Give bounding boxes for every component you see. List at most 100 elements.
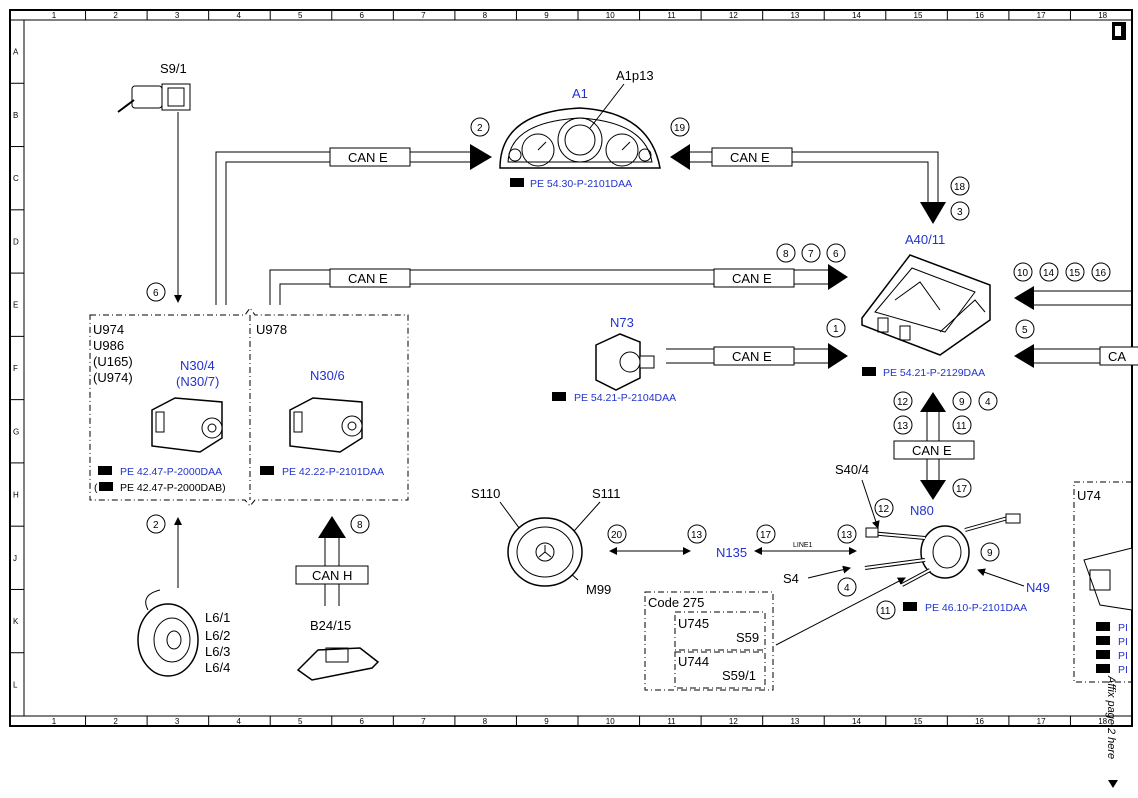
circle-10: 10 xyxy=(1017,268,1029,279)
circle-3: 3 xyxy=(957,207,963,218)
a1p13-leader xyxy=(589,83,625,129)
right-bus-top xyxy=(1014,286,1132,310)
grid-column-label: 1 xyxy=(52,717,57,726)
circle-8: 8 xyxy=(357,520,363,531)
grid-column-label: 9 xyxy=(544,717,549,726)
l6-4-label: L6/4 xyxy=(205,660,230,675)
s40-4-arrow xyxy=(861,479,880,529)
circle-6: 6 xyxy=(153,288,159,299)
grid-row-label: D xyxy=(13,237,19,246)
frame xyxy=(9,9,1133,727)
u74-box xyxy=(1073,481,1133,683)
circle-4: 4 xyxy=(844,583,850,594)
grid-column-label: 13 xyxy=(790,717,799,726)
grid-row-label: A xyxy=(13,48,19,57)
grid-column-label: 18 xyxy=(1098,11,1107,20)
u74-ref-link[interactable]: PI xyxy=(1118,622,1128,634)
grid-column-label: 16 xyxy=(975,717,984,726)
grid-column-label: 18 xyxy=(1098,717,1107,726)
can-e-bus-n73 xyxy=(666,343,848,369)
u974-label: U974 xyxy=(93,322,124,337)
circle-8: 8 xyxy=(783,249,789,260)
circle-9: 9 xyxy=(959,397,965,408)
n73-label: N73 xyxy=(610,315,634,330)
circle-13: 13 xyxy=(897,421,909,432)
n135-label: N135 xyxy=(716,545,747,560)
grid-row-label: E xyxy=(13,301,18,310)
manual-ref-icon xyxy=(510,178,524,187)
manual-ref-icon xyxy=(99,482,113,491)
n80-label: N80 xyxy=(910,503,934,518)
grid-column-label: 17 xyxy=(1037,717,1046,726)
can-e-label: CAN E xyxy=(730,150,770,165)
circle-1: 1 xyxy=(833,324,839,335)
line-e1-label: LINE1 xyxy=(793,542,813,549)
n73-ref-link[interactable]: PE 54.21-P-2104DAA xyxy=(574,392,676,404)
u745-label: U745 xyxy=(678,616,709,631)
circle-17: 17 xyxy=(956,484,968,495)
grid-row-label: L xyxy=(13,680,18,689)
circle-20: 20 xyxy=(611,530,623,541)
can-e-bus-vertical xyxy=(893,392,975,500)
manual-ref-icon xyxy=(903,602,917,611)
n49-arrow xyxy=(977,568,1025,587)
control-unit-box xyxy=(89,307,409,507)
grid-column-label: 6 xyxy=(360,717,365,726)
u974b-label: (U974) xyxy=(93,370,133,385)
n30-4-ref2-paren: ( xyxy=(94,482,98,494)
grid-row-label: C xyxy=(13,174,19,183)
circle-11: 11 xyxy=(956,421,967,432)
n30-4-ref2-link[interactable]: PE 42.47-P-2000DAB) xyxy=(120,482,226,494)
circle-15: 15 xyxy=(1069,268,1081,279)
a1-label: A1 xyxy=(572,86,588,101)
abs-module-icon-left xyxy=(151,397,223,453)
u74-ref-link[interactable]: PI xyxy=(1118,636,1128,648)
circle-17: 17 xyxy=(760,530,772,541)
l6-3-label: L6/3 xyxy=(205,644,230,659)
grid-column-label: 10 xyxy=(606,11,615,20)
a1-ref-link[interactable]: PE 54.30-P-2101DAA xyxy=(530,178,632,190)
n73-ignition-switch-icon xyxy=(595,333,655,391)
circle-12: 12 xyxy=(897,397,909,408)
circle-9: 9 xyxy=(987,548,993,559)
grid-row-label: B xyxy=(13,111,18,120)
s4-label: S4 xyxy=(783,571,799,586)
u74-ref-link[interactable]: PI xyxy=(1118,664,1128,676)
instrument-cluster-icon xyxy=(499,107,661,169)
s40-4-label: S40/4 xyxy=(835,462,869,477)
grid-column-label: 11 xyxy=(667,717,676,726)
wheel-speed-sensor-icon xyxy=(137,589,199,677)
a1p13-label: A1p13 xyxy=(616,68,654,83)
manual-ref-icon xyxy=(552,392,566,401)
grid-column-label: 9 xyxy=(544,11,549,20)
n80-ref-link[interactable]: PE 46.10-P-2101DAA xyxy=(925,602,1027,614)
manual-ref-icon xyxy=(260,466,274,475)
can-e-label: CAN E xyxy=(348,271,388,286)
grid-column-label: 14 xyxy=(852,717,861,726)
l6-2-label: L6/2 xyxy=(205,628,230,643)
s59-label: S59 xyxy=(736,630,759,645)
grid-column-label: 17 xyxy=(1037,11,1046,20)
grid-row-label: H xyxy=(13,491,19,500)
a40-11-module-icon xyxy=(861,254,991,356)
grid-column-label: 12 xyxy=(729,717,738,726)
n30-6-ref-link[interactable]: PE 42.22-P-2101DAA xyxy=(282,466,384,478)
a40-11-ref-link[interactable]: PE 54.21-P-2129DAA xyxy=(883,367,985,379)
grid-column-label: 8 xyxy=(483,717,488,726)
grid-column-label: 6 xyxy=(360,11,365,20)
grid-column-label: 8 xyxy=(483,11,488,20)
n49-label: N49 xyxy=(1026,580,1050,595)
circle-5: 5 xyxy=(1022,325,1028,336)
can-e-label: CAN E xyxy=(912,443,952,458)
u74-ref-link[interactable]: PI xyxy=(1118,650,1128,662)
manual-ref-icon xyxy=(1096,664,1110,673)
u165-label: (U165) xyxy=(93,354,133,369)
grid-column-label: 15 xyxy=(914,11,923,20)
grid-column-label: 3 xyxy=(175,717,180,726)
n30-4-label: N30/4 xyxy=(180,358,215,373)
b24-15-label: B24/15 xyxy=(310,618,351,633)
steering-column-module-icon xyxy=(864,513,1021,587)
circle-12: 12 xyxy=(878,504,890,515)
n30-4-ref-link[interactable]: PE 42.47-P-2000DAA xyxy=(120,466,222,478)
